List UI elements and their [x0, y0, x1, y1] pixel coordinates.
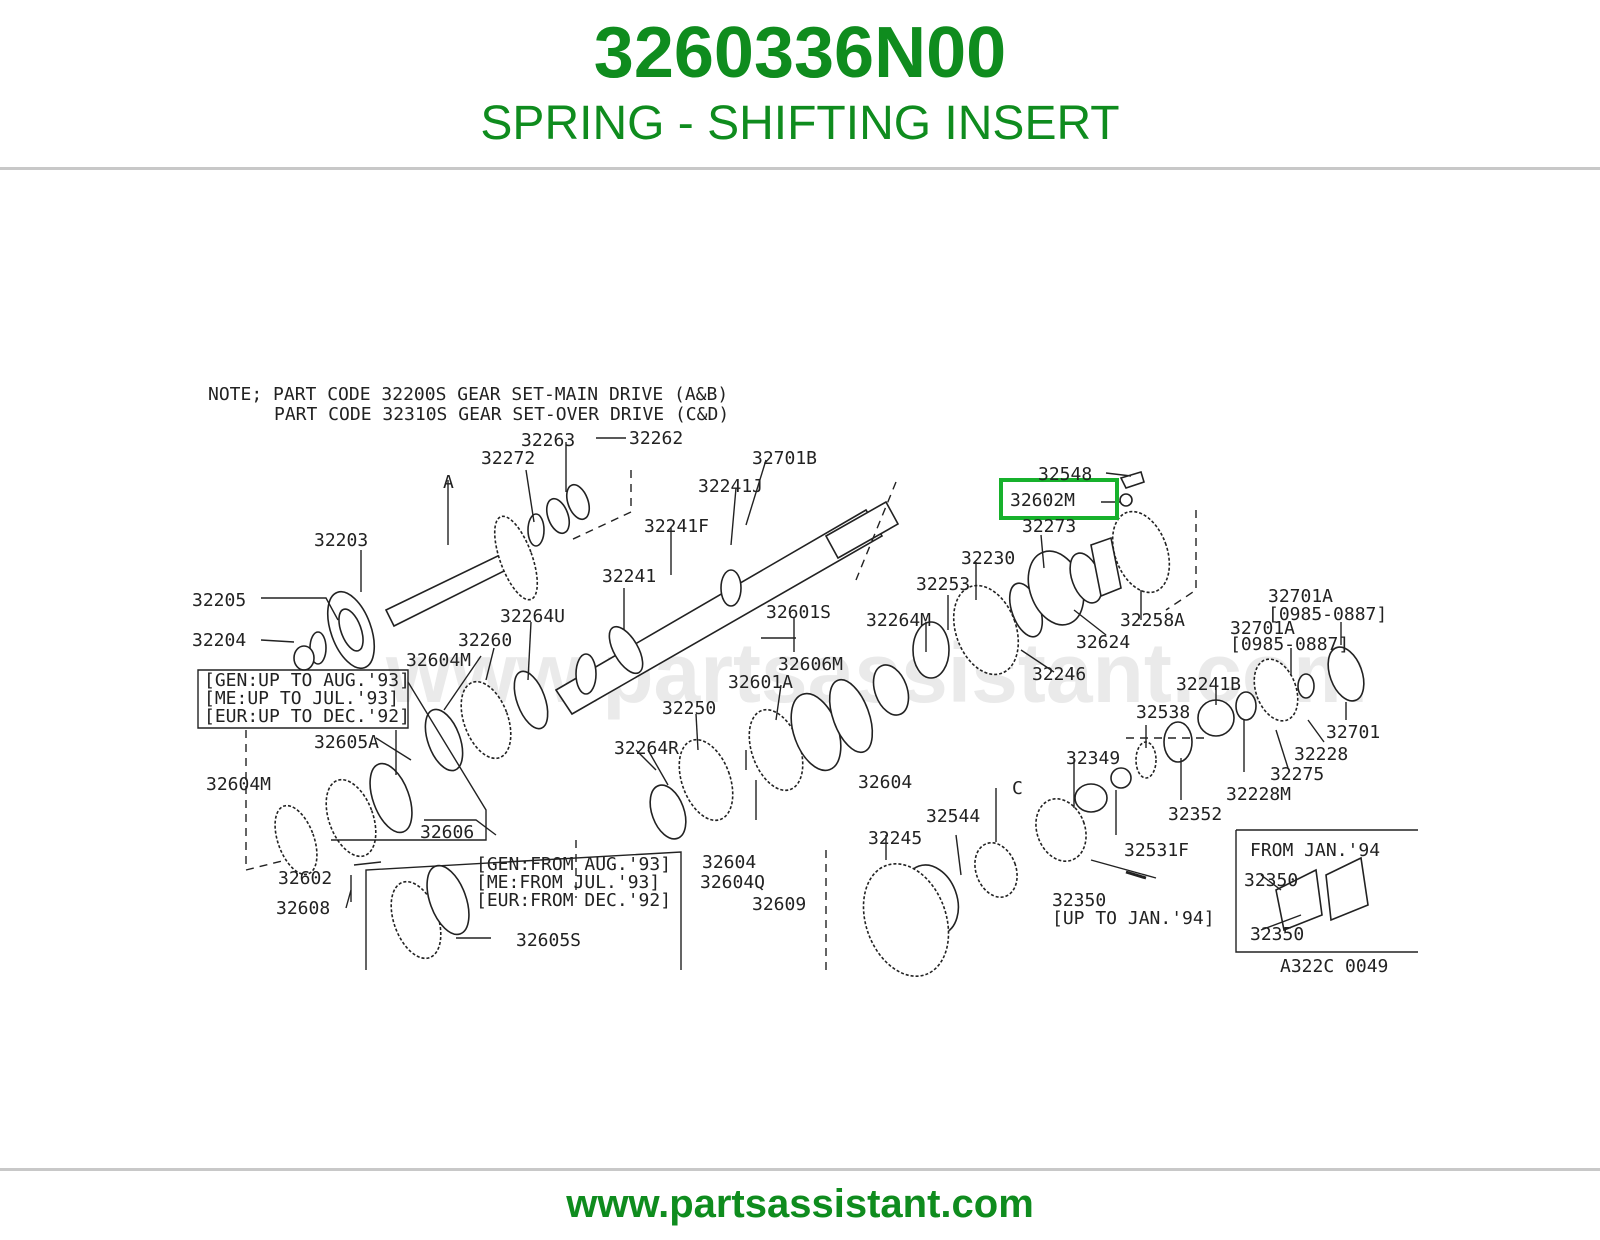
label-C: C: [1012, 778, 1023, 799]
gear-cluster-middle: [649, 582, 1044, 840]
label-32544: 32544: [926, 806, 980, 827]
label-32241J: 32241J: [698, 476, 763, 497]
header: 3260336N00 SPRING - SHIFTING INSERT: [0, 0, 1600, 168]
applicability-box-upto: [197, 669, 487, 841]
part-name-subtitle: SPRING - SHIFTING INSERT: [480, 97, 1120, 150]
label-32352: 32352: [1168, 804, 1222, 825]
label-32701B: 32701B: [752, 448, 817, 469]
label-32548: 32548: [1038, 464, 1092, 485]
label-32205: 32205: [192, 590, 246, 611]
label-32260: 32260: [458, 630, 512, 651]
label-32230: 32230: [961, 548, 1015, 569]
gear-cluster-right: [862, 471, 1369, 977]
label-32241B: 32241B: [1176, 674, 1241, 695]
label-32606: 32606: [420, 822, 474, 843]
mainshaft: [554, 500, 900, 716]
label-32604M-lower: 32604M: [206, 774, 271, 795]
label-32701A-2-date: [0985-0887]: [1230, 634, 1349, 655]
from-box-lines: [GEN:FROM AUG.'93] [ME:FROM JUL.'93] [EU…: [476, 854, 671, 911]
leader-lines: [260, 437, 1347, 939]
label-32245: 32245: [868, 828, 922, 849]
from-jan-box: [1235, 829, 1418, 953]
from-line-eur: [EUR:FROM DEC.'92]: [476, 890, 671, 911]
label-32604-right: 32604: [858, 772, 912, 793]
label-32273: 32273: [1022, 516, 1076, 537]
diagram-svg: www.partsassistant.com NOTE; PART CODE 3…: [192, 384, 1418, 977]
label-32203: 32203: [314, 530, 368, 551]
label-A: A: [443, 472, 454, 493]
upto-box-lines: [GEN:UP TO AUG.'93] [ME:UP TO JUL.'93] […: [204, 670, 410, 727]
exploded-parts-diagram: www.partsassistant.com NOTE; PART CODE 3…: [186, 330, 1418, 1010]
reference-code: A322C 0049: [1280, 956, 1388, 977]
label-32605S: 32605S: [516, 930, 581, 951]
label-32250: 32250: [662, 698, 716, 719]
gear-cluster-left: [274, 670, 549, 960]
applicability-box-from: [365, 851, 682, 970]
label-32264R: 32264R: [614, 738, 679, 759]
upto-line-me: [ME:UP TO JUL.'93]: [204, 688, 399, 709]
note-line-2: PART CODE 32310S GEAR SET-OVER DRIVE (C&…: [274, 404, 729, 425]
label-32604M-upper: 32604M: [406, 650, 471, 671]
label-32262: 32262: [629, 428, 683, 449]
bottom-divider: [0, 1168, 1600, 1171]
label-32228M: 32228M: [1226, 784, 1291, 805]
label-32601S: 32601S: [766, 602, 831, 623]
label-32350-box-bottom: 32350: [1250, 924, 1304, 945]
label-32608: 32608: [276, 898, 330, 919]
upto-line-eur: [EUR:UP TO DEC.'92]: [204, 706, 410, 727]
label-32204: 32204: [192, 630, 246, 651]
note-line-1: NOTE; PART CODE 32200S GEAR SET-MAIN DRI…: [208, 384, 728, 405]
footer-website-link[interactable]: www.partsassistant.com: [566, 1182, 1034, 1226]
label-32350-lower: 32350: [1052, 890, 1106, 911]
label-32606M: 32606M: [778, 654, 843, 675]
part-number-title: 3260336N00: [593, 13, 1007, 93]
label-32605A: 32605A: [314, 732, 379, 753]
label-32701A-1-date: [0985-0887]: [1268, 604, 1387, 625]
label-32604Q: 32604Q: [700, 872, 765, 893]
upto-line-gen: [GEN:UP TO AUG.'93]: [204, 670, 410, 691]
label-32264M: 32264M: [866, 610, 931, 631]
label-32538: 32538: [1136, 702, 1190, 723]
dashed-group-lines: [245, 470, 1206, 970]
label-32241: 32241: [602, 566, 656, 587]
label-32258A: 32258A: [1120, 610, 1185, 631]
label-32253: 32253: [916, 574, 970, 595]
label-from-jan-94: FROM JAN.'94: [1250, 840, 1380, 861]
label-32602M-highlighted: 32602M: [1010, 490, 1075, 511]
from-line-gen: [GEN:FROM AUG.'93]: [476, 854, 671, 875]
label-32624: 32624: [1076, 632, 1130, 653]
part-labels: 32263 32262 32272 A 32203 32205 32204 32…: [192, 428, 1388, 977]
main-drive-shaft: [293, 483, 591, 671]
label-32241F: 32241F: [644, 516, 709, 537]
top-divider: [0, 167, 1600, 170]
label-32275: 32275: [1270, 764, 1324, 785]
label-32701A-2: 32701A: [1230, 618, 1295, 639]
label-32701A-1: 32701A: [1268, 586, 1333, 607]
label-32228: 32228: [1294, 744, 1348, 765]
label-32272: 32272: [481, 448, 535, 469]
label-32701: 32701: [1326, 722, 1380, 743]
label-32246: 32246: [1032, 664, 1086, 685]
label-32604-lower: 32604: [702, 852, 756, 873]
label-32264U: 32264U: [500, 606, 565, 627]
label-32350-up-to-jan: [UP TO JAN.'94]: [1052, 908, 1215, 929]
label-32531F: 32531F: [1124, 840, 1189, 861]
label-32349: 32349: [1066, 748, 1120, 769]
label-32350-box-top: 32350: [1244, 870, 1298, 891]
label-32609: 32609: [752, 894, 806, 915]
label-32263: 32263: [521, 430, 575, 451]
from-line-me: [ME:FROM JUL.'93]: [476, 872, 660, 893]
highlight-box-32602m: [999, 478, 1119, 520]
label-32602: 32602: [278, 868, 332, 889]
label-32601A: 32601A: [728, 672, 793, 693]
